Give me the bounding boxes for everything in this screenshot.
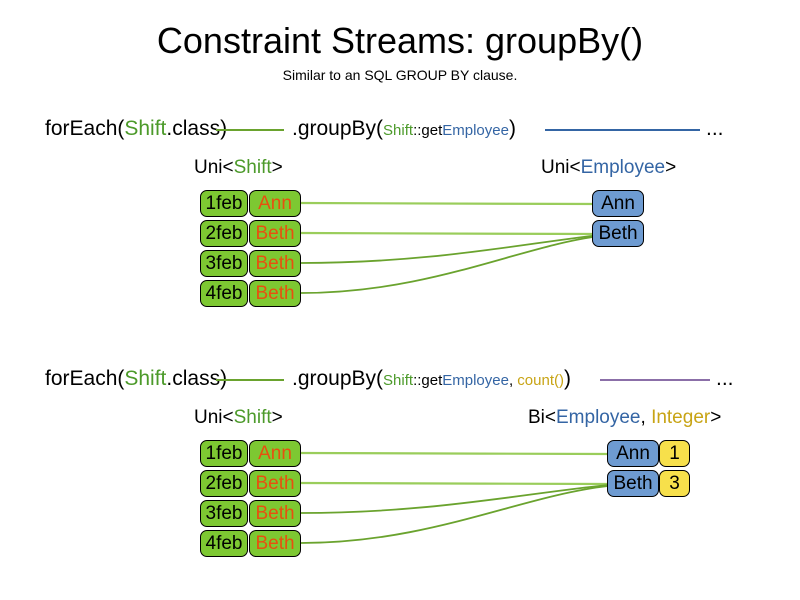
shift-employee-box[interactable]: Beth bbox=[249, 470, 301, 497]
shift-date-box[interactable]: 3feb bbox=[200, 250, 248, 277]
mapper-property: Employee bbox=[442, 122, 509, 139]
group-by-suffix: ) bbox=[563, 367, 571, 390]
link-line-foreach-to-groupby-2 bbox=[216, 379, 284, 381]
shift-employee-box[interactable]: Beth bbox=[249, 280, 301, 307]
left-type-param-2: Shift bbox=[233, 407, 272, 428]
shift-date-box[interactable]: 3feb bbox=[200, 500, 248, 527]
for-each-prefix: forEach( bbox=[45, 117, 125, 140]
left-type-caption-1: Uni<Shift> bbox=[194, 155, 283, 181]
link-line-foreach-to-groupby-1 bbox=[216, 129, 284, 131]
result-employee-box[interactable]: Ann bbox=[607, 440, 659, 467]
wires-section-1 bbox=[300, 201, 601, 294]
result-employee-box[interactable]: Beth bbox=[607, 470, 659, 497]
link-line-groupby-to-next-2 bbox=[600, 379, 710, 381]
shift-employee-box[interactable]: Ann bbox=[249, 190, 301, 217]
shift-employee-box[interactable]: Ann bbox=[249, 440, 301, 467]
right-type-close-2: > bbox=[710, 407, 722, 428]
shift-employee-box[interactable]: Beth bbox=[249, 250, 301, 277]
result-count-box[interactable]: 3 bbox=[659, 470, 690, 497]
code-line-1: forEach(Shift.class) .groupBy(Shift::get… bbox=[0, 114, 800, 144]
right-type-outer-1: Uni< bbox=[541, 157, 581, 178]
shift-employee-box[interactable]: Beth bbox=[249, 530, 301, 557]
shift-date-box[interactable]: 1feb bbox=[200, 440, 248, 467]
left-type-close-1: > bbox=[271, 157, 283, 178]
collector-function: count() bbox=[517, 372, 564, 389]
for-each-prefix: forEach( bbox=[45, 367, 125, 390]
group-by-prefix: .groupBy( bbox=[292, 367, 384, 390]
right-type-param-1: Employee bbox=[580, 157, 666, 178]
page-subtitle: Similar to an SQL GROUP BY clause. bbox=[282, 67, 518, 83]
shift-date-box[interactable]: 4feb bbox=[200, 530, 248, 557]
for-each-expression-1: forEach(Shift.class) bbox=[45, 114, 227, 144]
group-by-prefix: .groupBy( bbox=[292, 117, 384, 140]
group-by-expression-2: .groupBy(Shift::getEmployee, count()) bbox=[292, 364, 571, 396]
right-type-close-1: > bbox=[665, 157, 677, 178]
group-by-suffix: ) bbox=[508, 117, 516, 140]
left-type-close-2: > bbox=[271, 407, 283, 428]
mapper-separator: ::get bbox=[413, 372, 443, 389]
mapper-separator: ::get bbox=[413, 122, 443, 139]
right-type-outer-2: Bi< bbox=[528, 407, 556, 428]
shift-date-box[interactable]: 2feb bbox=[200, 470, 248, 497]
mapper-type: Shift bbox=[383, 372, 414, 389]
for-each-type: Shift bbox=[124, 367, 167, 390]
for-each-suffix: .class) bbox=[166, 367, 228, 390]
code-line-2: forEach(Shift.class) .groupBy(Shift::get… bbox=[0, 364, 800, 394]
left-type-outer-2: Uni< bbox=[194, 407, 234, 428]
result-employee-box[interactable]: Ann bbox=[592, 190, 644, 217]
shift-date-box[interactable]: 1feb bbox=[200, 190, 248, 217]
right-type-param-b-2: Integer bbox=[651, 407, 711, 428]
collector-separator: , bbox=[508, 372, 518, 389]
for-each-suffix: .class) bbox=[166, 117, 228, 140]
result-employee-box[interactable]: Beth bbox=[592, 220, 644, 247]
left-type-param-1: Shift bbox=[233, 157, 272, 178]
result-count-box[interactable]: 1 bbox=[659, 440, 690, 467]
shift-employee-box[interactable]: Beth bbox=[249, 220, 301, 247]
mapper-property: Employee bbox=[442, 372, 509, 389]
group-by-expression-1: .groupBy(Shift::getEmployee) bbox=[292, 114, 516, 146]
left-type-caption-2: Uni<Shift> bbox=[194, 405, 283, 431]
ellipsis-2: ... bbox=[716, 367, 734, 390]
mapper-type: Shift bbox=[383, 122, 414, 139]
right-type-caption-1: Uni<Employee> bbox=[541, 155, 676, 181]
for-each-expression-2: forEach(Shift.class) bbox=[45, 364, 227, 394]
link-line-groupby-to-next-1 bbox=[545, 129, 700, 131]
shift-employee-box[interactable]: Beth bbox=[249, 500, 301, 527]
page-title: Constraint Streams: groupBy() bbox=[156, 20, 644, 61]
left-type-outer-1: Uni< bbox=[194, 157, 234, 178]
for-each-type: Shift bbox=[124, 117, 167, 140]
right-type-separator-2: , bbox=[640, 407, 652, 428]
shift-date-box[interactable]: 4feb bbox=[200, 280, 248, 307]
shift-date-box[interactable]: 2feb bbox=[200, 220, 248, 247]
wires-section-2 bbox=[300, 451, 609, 544]
right-type-caption-2: Bi<Employee, Integer> bbox=[528, 405, 721, 431]
ellipsis-1: ... bbox=[706, 117, 724, 140]
right-type-param-a-2: Employee bbox=[556, 407, 641, 428]
